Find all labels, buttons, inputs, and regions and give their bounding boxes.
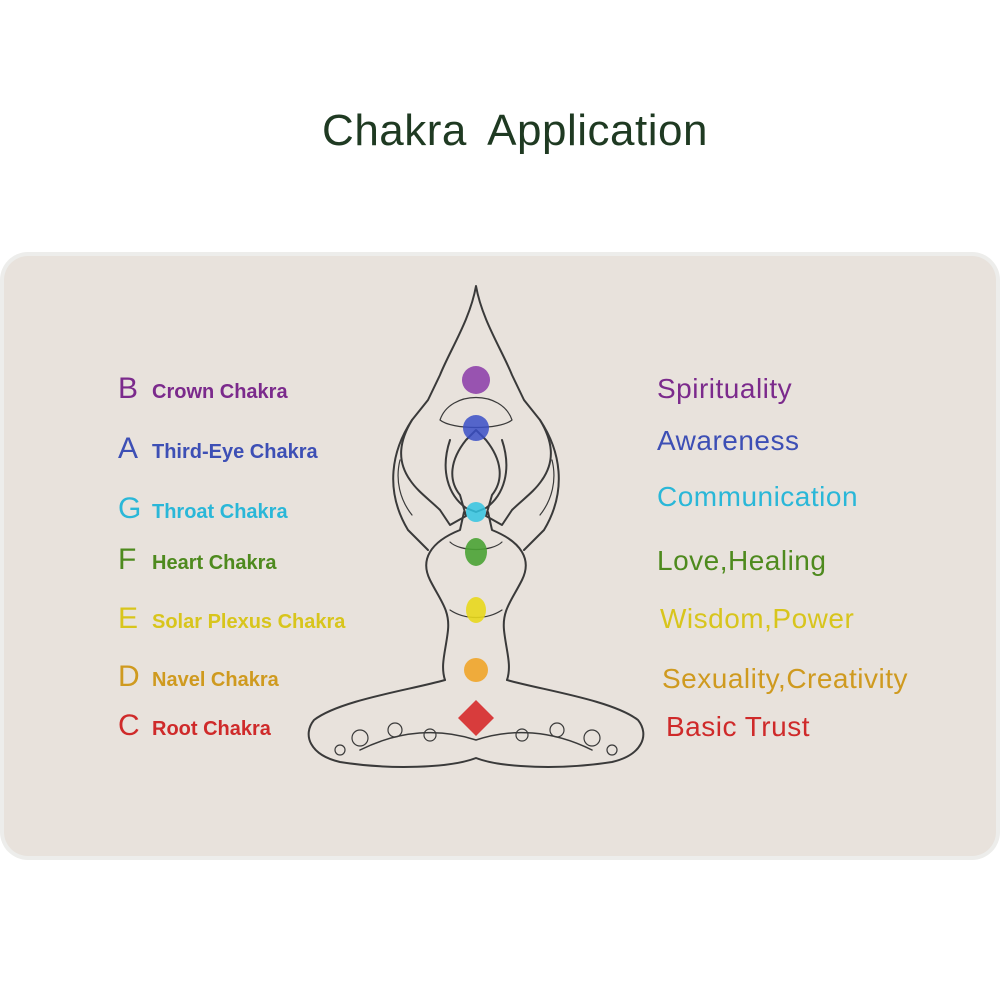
chakra-letter: B [118, 372, 139, 405]
chakra-meaning-throat: Communication [657, 481, 859, 512]
chakra-meaning-root: Basic Trust [666, 711, 810, 742]
chakra-label-navel: D Navel Chakra [118, 660, 279, 694]
chakra-name: Crown Chakra [152, 381, 288, 403]
solar-plexus-chakra-point [466, 597, 486, 623]
chakra-label-crown: B Crown Chakra [118, 372, 288, 406]
crown-chakra-point [462, 366, 490, 394]
chakra-label-third-eye: A Third-Eye Chakra [118, 432, 318, 466]
swirl-ornament [515, 728, 529, 742]
chakra-letter: G [118, 492, 142, 525]
swirl-ornament [583, 729, 601, 747]
swirl-ornament [549, 722, 565, 738]
chakra-name: Throat Chakra [152, 501, 288, 523]
chakra-letter: D [118, 660, 140, 693]
chakra-label-throat: G Throat Chakra [118, 492, 288, 526]
chakra-meaning-heart: Love,Healing [657, 545, 827, 576]
arm-ornament-left [397, 459, 413, 516]
chakra-letter: F [118, 543, 137, 576]
chakra-panel [4, 256, 996, 856]
chakra-label-heart: F Heart Chakra [118, 543, 277, 577]
swirl-ornament [606, 744, 618, 756]
chakra-letter: C [118, 709, 140, 742]
chakra-meaning-third-eye: Awareness [657, 425, 800, 456]
third-eye-chakra-point [463, 415, 489, 441]
meditating-figure-illustration [307, 285, 645, 768]
navel-chakra-point [464, 658, 488, 682]
torso-outline [425, 511, 465, 681]
chakra-points [458, 366, 494, 736]
chakra-name: Root Chakra [152, 718, 271, 740]
page-title: Chakra Application [322, 106, 708, 155]
swirl-ornament [423, 728, 437, 742]
chakra-letter: E [118, 602, 139, 635]
left-arm-outline [392, 419, 429, 551]
root-chakra-point [458, 700, 494, 736]
swirl-ornament [387, 722, 403, 738]
chakra-meaning-navel: Sexuality,Creativity [662, 663, 909, 694]
swirl-ornament [334, 744, 346, 756]
headdress-ornament [439, 397, 513, 429]
chakra-label-solar-plexus: E Solar Plexus Chakra [118, 602, 345, 636]
throat-chakra-point [466, 502, 486, 522]
chakra-name: Navel Chakra [152, 669, 279, 691]
chakra-letter: A [118, 432, 139, 465]
chakra-meaning-solar-plexus: Wisdom,Power [660, 603, 855, 634]
swirl-ornament [351, 729, 369, 747]
chakra-label-root: C Root Chakra [118, 709, 271, 743]
torso-outline-right [487, 511, 527, 681]
head-outline [444, 439, 508, 513]
right-arm-outline [523, 419, 560, 551]
chakra-meaning-crown: Spirituality [657, 373, 793, 404]
chakra-name: Solar Plexus Chakra [152, 611, 346, 633]
arm-ornament-right [539, 459, 555, 516]
heart-chakra-point [465, 538, 487, 566]
raised-hands-outline [400, 285, 552, 526]
chakra-name: Third-Eye Chakra [152, 441, 318, 463]
legs-outline [307, 679, 645, 768]
chakra-name: Heart Chakra [152, 552, 277, 574]
